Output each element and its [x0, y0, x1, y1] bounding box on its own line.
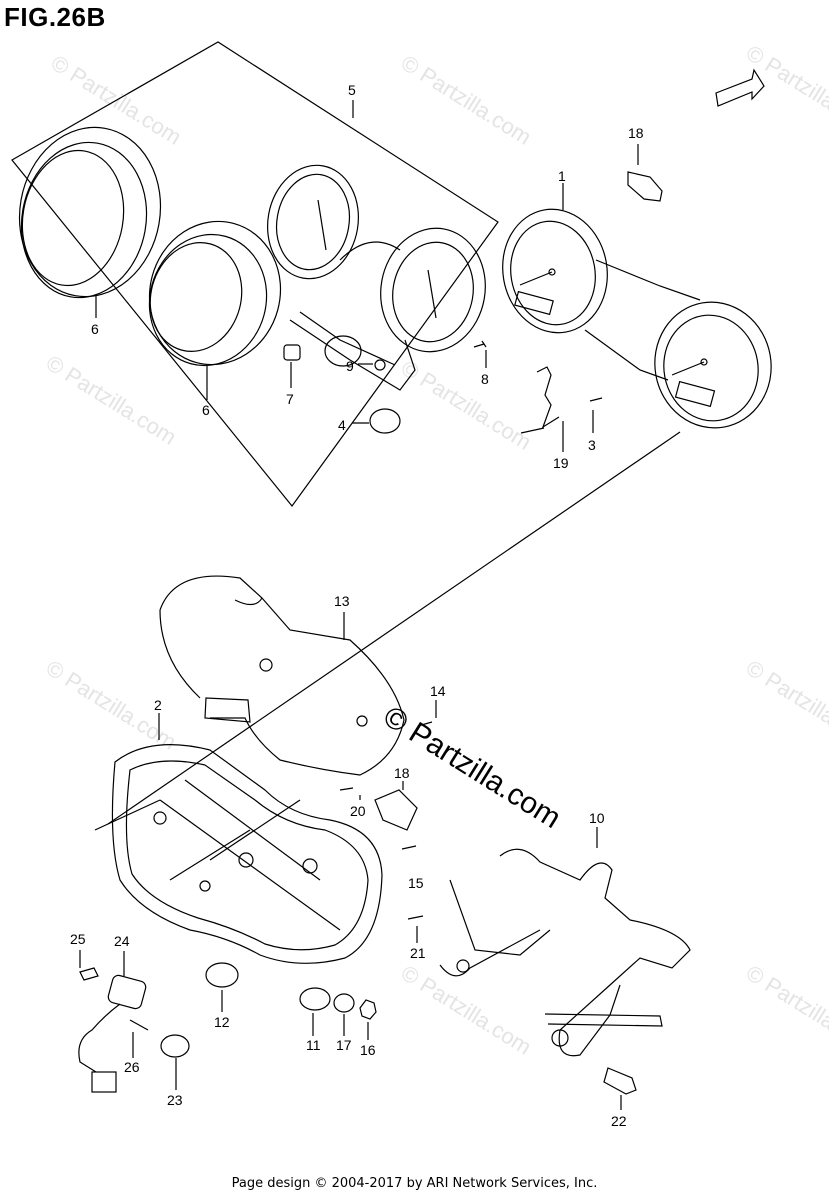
- callout-14: 14: [430, 683, 446, 699]
- lower-case: [111, 744, 383, 964]
- figure-title: FIG.26B: [4, 2, 106, 32]
- callout-2: 2: [154, 697, 162, 713]
- callout-23: 23: [167, 1092, 183, 1108]
- callout-18: 18: [394, 765, 410, 781]
- assembly-boundary: [11, 41, 499, 507]
- callout-22: 22: [611, 1113, 627, 1129]
- callout-21: 21: [410, 945, 426, 961]
- cap-part: [369, 408, 401, 434]
- callout-26: 26: [124, 1059, 140, 1075]
- callout-4: 5: [348, 82, 356, 98]
- callout-20: 19: [553, 455, 569, 471]
- fwd-arrow: [715, 68, 765, 107]
- callout-8: 8: [481, 371, 489, 387]
- gauge-frame: [266, 164, 486, 391]
- callout-24: 24: [114, 933, 130, 949]
- callout-9: 9: [346, 358, 354, 374]
- callout-11: 11: [306, 1037, 321, 1053]
- grommet-11: [299, 987, 331, 1011]
- callout-13: 13: [334, 593, 350, 609]
- callout-16: 16: [360, 1042, 376, 1058]
- page-footer: Page design © 2004-2017 by ARI Network S…: [231, 1176, 598, 1191]
- callout-12: 12: [214, 1014, 230, 1030]
- callout-6: 6: [202, 402, 210, 418]
- callout-15: 15: [408, 875, 424, 891]
- bolt-22: [603, 1067, 637, 1095]
- callout-21: 20: [350, 803, 366, 819]
- lower-case-cover: [159, 575, 405, 776]
- callout-5: 4: [338, 417, 346, 433]
- callout-17: 17: [336, 1037, 352, 1053]
- callout-6: 6: [91, 321, 99, 337]
- bulb-bracket: [536, 366, 560, 429]
- callout-1: 1: [558, 168, 566, 184]
- clip-part: [283, 344, 301, 361]
- fwd-label: FWD: [720, 78, 755, 104]
- callout-10: 10: [589, 810, 605, 826]
- clip-18: [374, 789, 418, 831]
- bulb-23: [160, 1034, 190, 1058]
- callout-19: 18: [628, 125, 644, 141]
- rim-ring-right: [148, 220, 282, 367]
- meter-assembly: [502, 208, 772, 429]
- rim-ring-left: [18, 126, 162, 299]
- meter-stay-bracket: [439, 848, 691, 1057]
- washer-17: [333, 993, 355, 1013]
- callout-3: 3: [588, 437, 596, 453]
- connector-part: [627, 171, 663, 202]
- nut-16: [359, 999, 377, 1020]
- callout-7: 7: [286, 391, 294, 407]
- callout-25: 25: [70, 931, 86, 947]
- bulb-socket: [78, 974, 147, 1093]
- grommet-12: [205, 962, 239, 988]
